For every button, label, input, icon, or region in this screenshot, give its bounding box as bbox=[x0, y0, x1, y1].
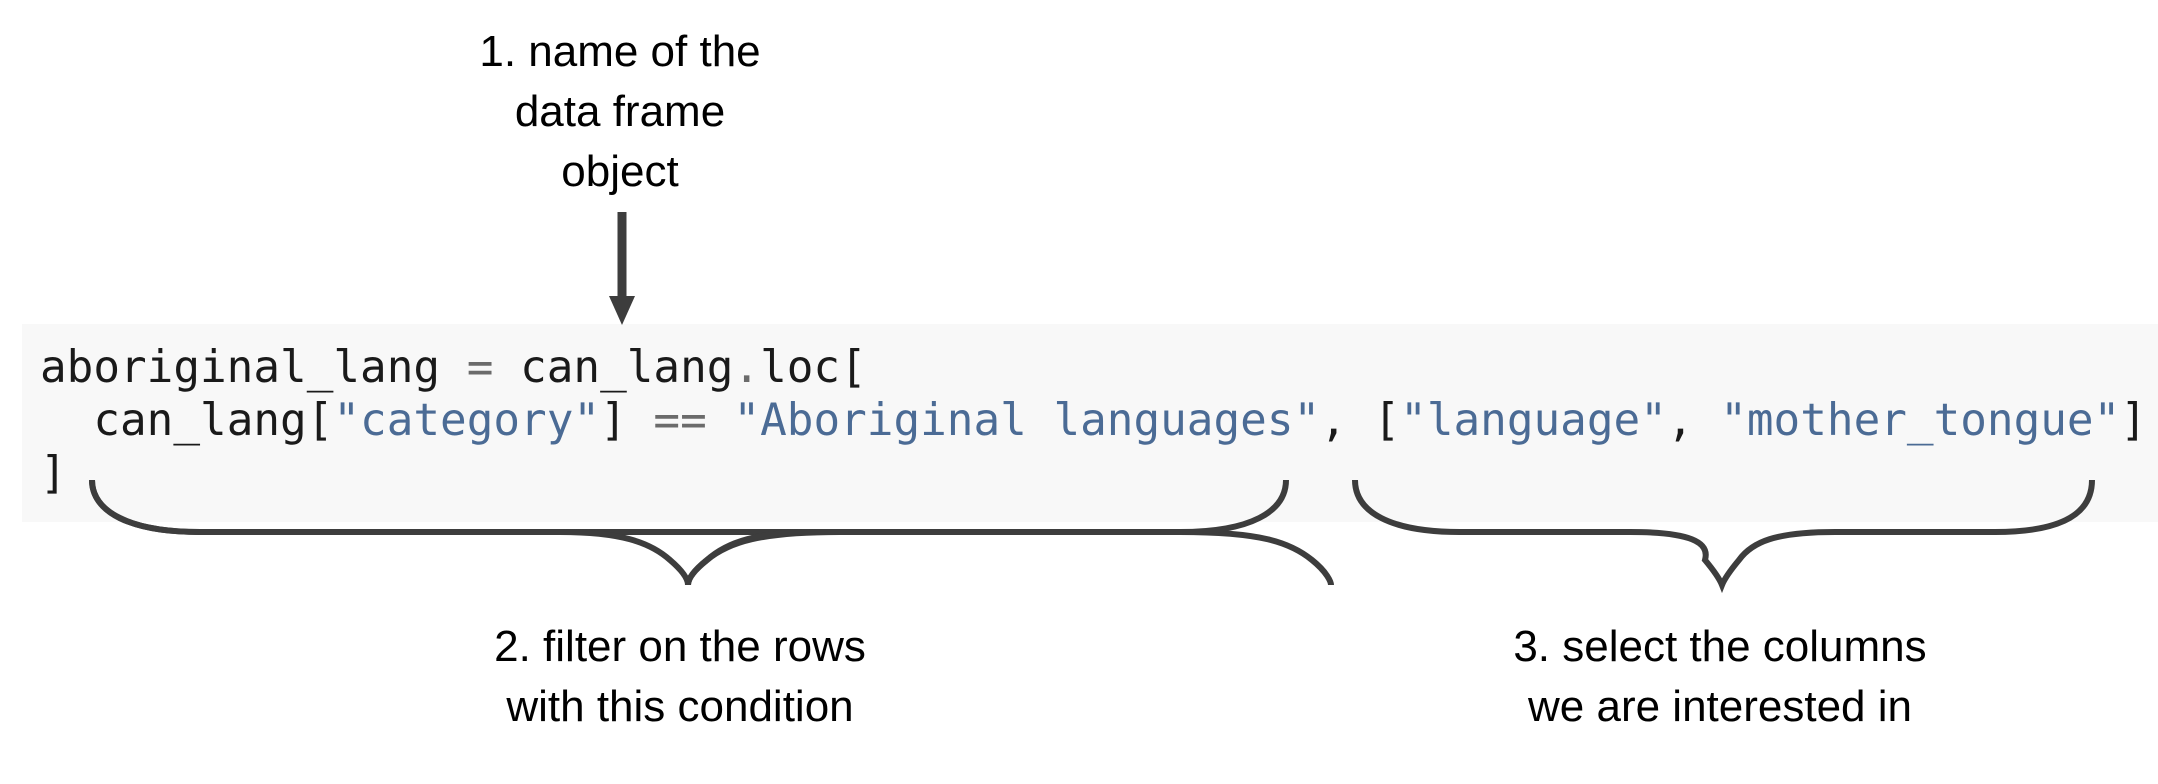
code-token-space bbox=[707, 395, 734, 446]
annotation-select-columns: 3. select the columns we are interested … bbox=[1440, 617, 2000, 737]
code-token-string-key: "category" bbox=[333, 395, 601, 446]
annotation-line: object bbox=[561, 147, 679, 196]
annotation-line: data frame bbox=[514, 87, 726, 136]
code-token-comma-bracket: , [ bbox=[1320, 395, 1401, 446]
down-arrow-icon bbox=[609, 212, 635, 325]
code-token-close: ] bbox=[40, 448, 67, 499]
annotation-filter-rows: 2. filter on the rows with this conditio… bbox=[430, 617, 930, 737]
code-token-object: can_lang bbox=[520, 342, 734, 393]
code-token-dot: . bbox=[733, 342, 761, 393]
code-token-equals: == bbox=[653, 395, 707, 446]
code-token-string-value: "Aboriginal languages" bbox=[733, 395, 1321, 446]
code-token-separator: , bbox=[1666, 395, 1721, 446]
annotation-name-of-data-frame: 1. name of the data frame object bbox=[420, 22, 820, 202]
code-token-variable: aboriginal_lang bbox=[40, 342, 441, 393]
code-token-assign: = bbox=[440, 342, 521, 393]
annotation-line: 1. name of the bbox=[479, 27, 761, 76]
code-token-string-col1: "language" bbox=[1400, 395, 1667, 446]
annotation-line: with this condition bbox=[506, 682, 854, 731]
code-line-1: aboriginal_lang = can_lang.loc[ bbox=[40, 341, 2147, 394]
curly-brace-filter-icon bbox=[685, 529, 1180, 586]
annotation-line: we are interested in bbox=[1528, 682, 1912, 731]
annotation-line: 3. select the columns bbox=[1513, 622, 1927, 671]
code-token-object: can_lang[ bbox=[93, 395, 334, 446]
code-token-bracket-end: ] bbox=[2120, 395, 2147, 446]
code-token-method: loc[ bbox=[760, 342, 867, 393]
annotation-line: 2. filter on the rows bbox=[494, 622, 866, 671]
code-token-string-col2: "mother_tongue" bbox=[1720, 395, 2121, 446]
code-line-2: can_lang["category"] == "Aboriginal lang… bbox=[40, 394, 2147, 447]
code-token-bracket: ] bbox=[600, 395, 654, 446]
code-snippet: aboriginal_lang = can_lang.loc[ can_lang… bbox=[40, 341, 2147, 500]
code-token-indent bbox=[40, 395, 93, 446]
code-line-3: ] bbox=[40, 447, 2147, 500]
